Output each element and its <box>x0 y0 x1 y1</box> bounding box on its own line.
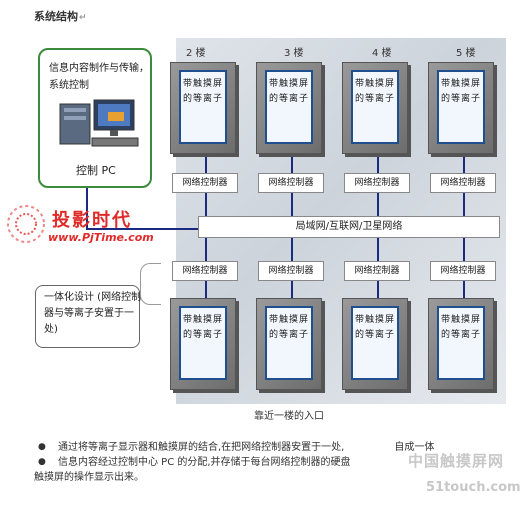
kiosk-screen-label: 带触摸屏的等离子 <box>265 70 313 144</box>
network-controller-4-bottom: 网络控制器 <box>344 261 410 281</box>
list-item: ●信息内容经过控制中心 PC 的分配,并存储于每台网络控制器的硬盘 <box>38 457 351 468</box>
plasma-touch-kiosk-4-top: 带触摸屏的等离子 <box>342 62 408 154</box>
kiosk-screen-label: 带触摸屏的等离子 <box>265 306 313 380</box>
link-line <box>463 193 465 216</box>
watermark-url: 51touch.com <box>426 480 521 495</box>
kiosk-screen-label: 带触摸屏的等离子 <box>351 70 399 144</box>
link-line <box>377 193 379 216</box>
plasma-touch-kiosk-2-bottom: 带触摸屏的等离子 <box>170 298 236 390</box>
link-line <box>377 281 379 298</box>
integration-bracket <box>140 263 161 305</box>
floor-label-3: 3 楼 <box>284 48 304 59</box>
integration-box <box>35 285 140 348</box>
link-line <box>205 281 207 298</box>
plasma-touch-kiosk-5-bottom: 带触摸屏的等离子 <box>428 298 494 390</box>
plasma-touch-kiosk-5-top: 带触摸屏的等离子 <box>428 62 494 154</box>
network-controller-2-top: 网络控制器 <box>172 173 238 193</box>
watermark-url: www.PjTime.com <box>48 231 154 244</box>
list-item-continuation: 触摸屏的操作显示出来。 <box>34 472 144 483</box>
pc-link-horizontal <box>86 228 198 230</box>
plasma-touch-kiosk-3-top: 带触摸屏的等离子 <box>256 62 322 154</box>
network-controller-2-bottom: 网络控制器 <box>172 261 238 281</box>
kiosk-screen-label: 带触摸屏的等离子 <box>437 306 485 380</box>
pc-link-vertical <box>86 188 88 230</box>
floor-label-5: 5 楼 <box>456 48 476 59</box>
link-line <box>291 238 293 261</box>
link-line <box>463 281 465 298</box>
computer-icon <box>59 99 139 147</box>
plasma-touch-kiosk-4-bottom: 带触摸屏的等离子 <box>342 298 408 390</box>
network-controller-3-bottom: 网络控制器 <box>258 261 324 281</box>
network-controller-3-top: 网络控制器 <box>258 173 324 193</box>
control-pc-description: 信息内容制作与传输，系统控制 <box>49 63 149 91</box>
link-line <box>291 281 293 298</box>
link-line <box>205 157 207 173</box>
link-line <box>291 157 293 173</box>
plasma-touch-kiosk-2-top: 带触摸屏的等离子 <box>170 62 236 154</box>
network-controller-5-bottom: 网络控制器 <box>430 261 496 281</box>
floor-label-4: 4 楼 <box>372 48 392 59</box>
kiosk-screen-label: 带触摸屏的等离子 <box>437 70 485 144</box>
kiosk-screen-label: 带触摸屏的等离子 <box>179 306 227 380</box>
watermark-logo-icon <box>7 205 45 243</box>
network-controller-4-top: 网络控制器 <box>344 173 410 193</box>
control-pc-label: 控制 PC <box>76 164 116 177</box>
kiosk-screen-label: 带触摸屏的等离子 <box>179 70 227 144</box>
floor-label-2: 2 楼 <box>186 48 206 59</box>
link-line <box>205 238 207 261</box>
network-controller-5-top: 网络控制器 <box>430 173 496 193</box>
watermark-logo-text: 中国触摸屏网 <box>408 452 505 470</box>
link-line <box>291 193 293 216</box>
link-line <box>205 193 207 216</box>
kiosk-screen-label: 带触摸屏的等离子 <box>351 306 399 380</box>
link-line <box>377 238 379 261</box>
watermark-logo-text: 投影时代 <box>52 210 132 231</box>
list-item: ●通过将等离子显示器和触摸屏的结合,在把网络控制器安置于一处,自成一体 <box>38 442 435 453</box>
link-line <box>463 157 465 173</box>
plasma-touch-kiosk-3-bottom: 带触摸屏的等离子 <box>256 298 322 390</box>
entrance-label: 靠近一楼的入口 <box>254 411 324 422</box>
page-title: 系统结构↵ <box>34 10 87 23</box>
notes-list: ●通过将等离子显示器和触摸屏的结合,在把网络控制器安置于一处,自成一体 ●信息内… <box>34 440 504 485</box>
network-bar: 局域网/互联网/卫星网络 <box>198 216 500 238</box>
integration-description: 一体化设计 (网络控制器与等离子安置于一处) <box>44 292 142 335</box>
link-line <box>377 157 379 173</box>
link-line <box>463 238 465 261</box>
